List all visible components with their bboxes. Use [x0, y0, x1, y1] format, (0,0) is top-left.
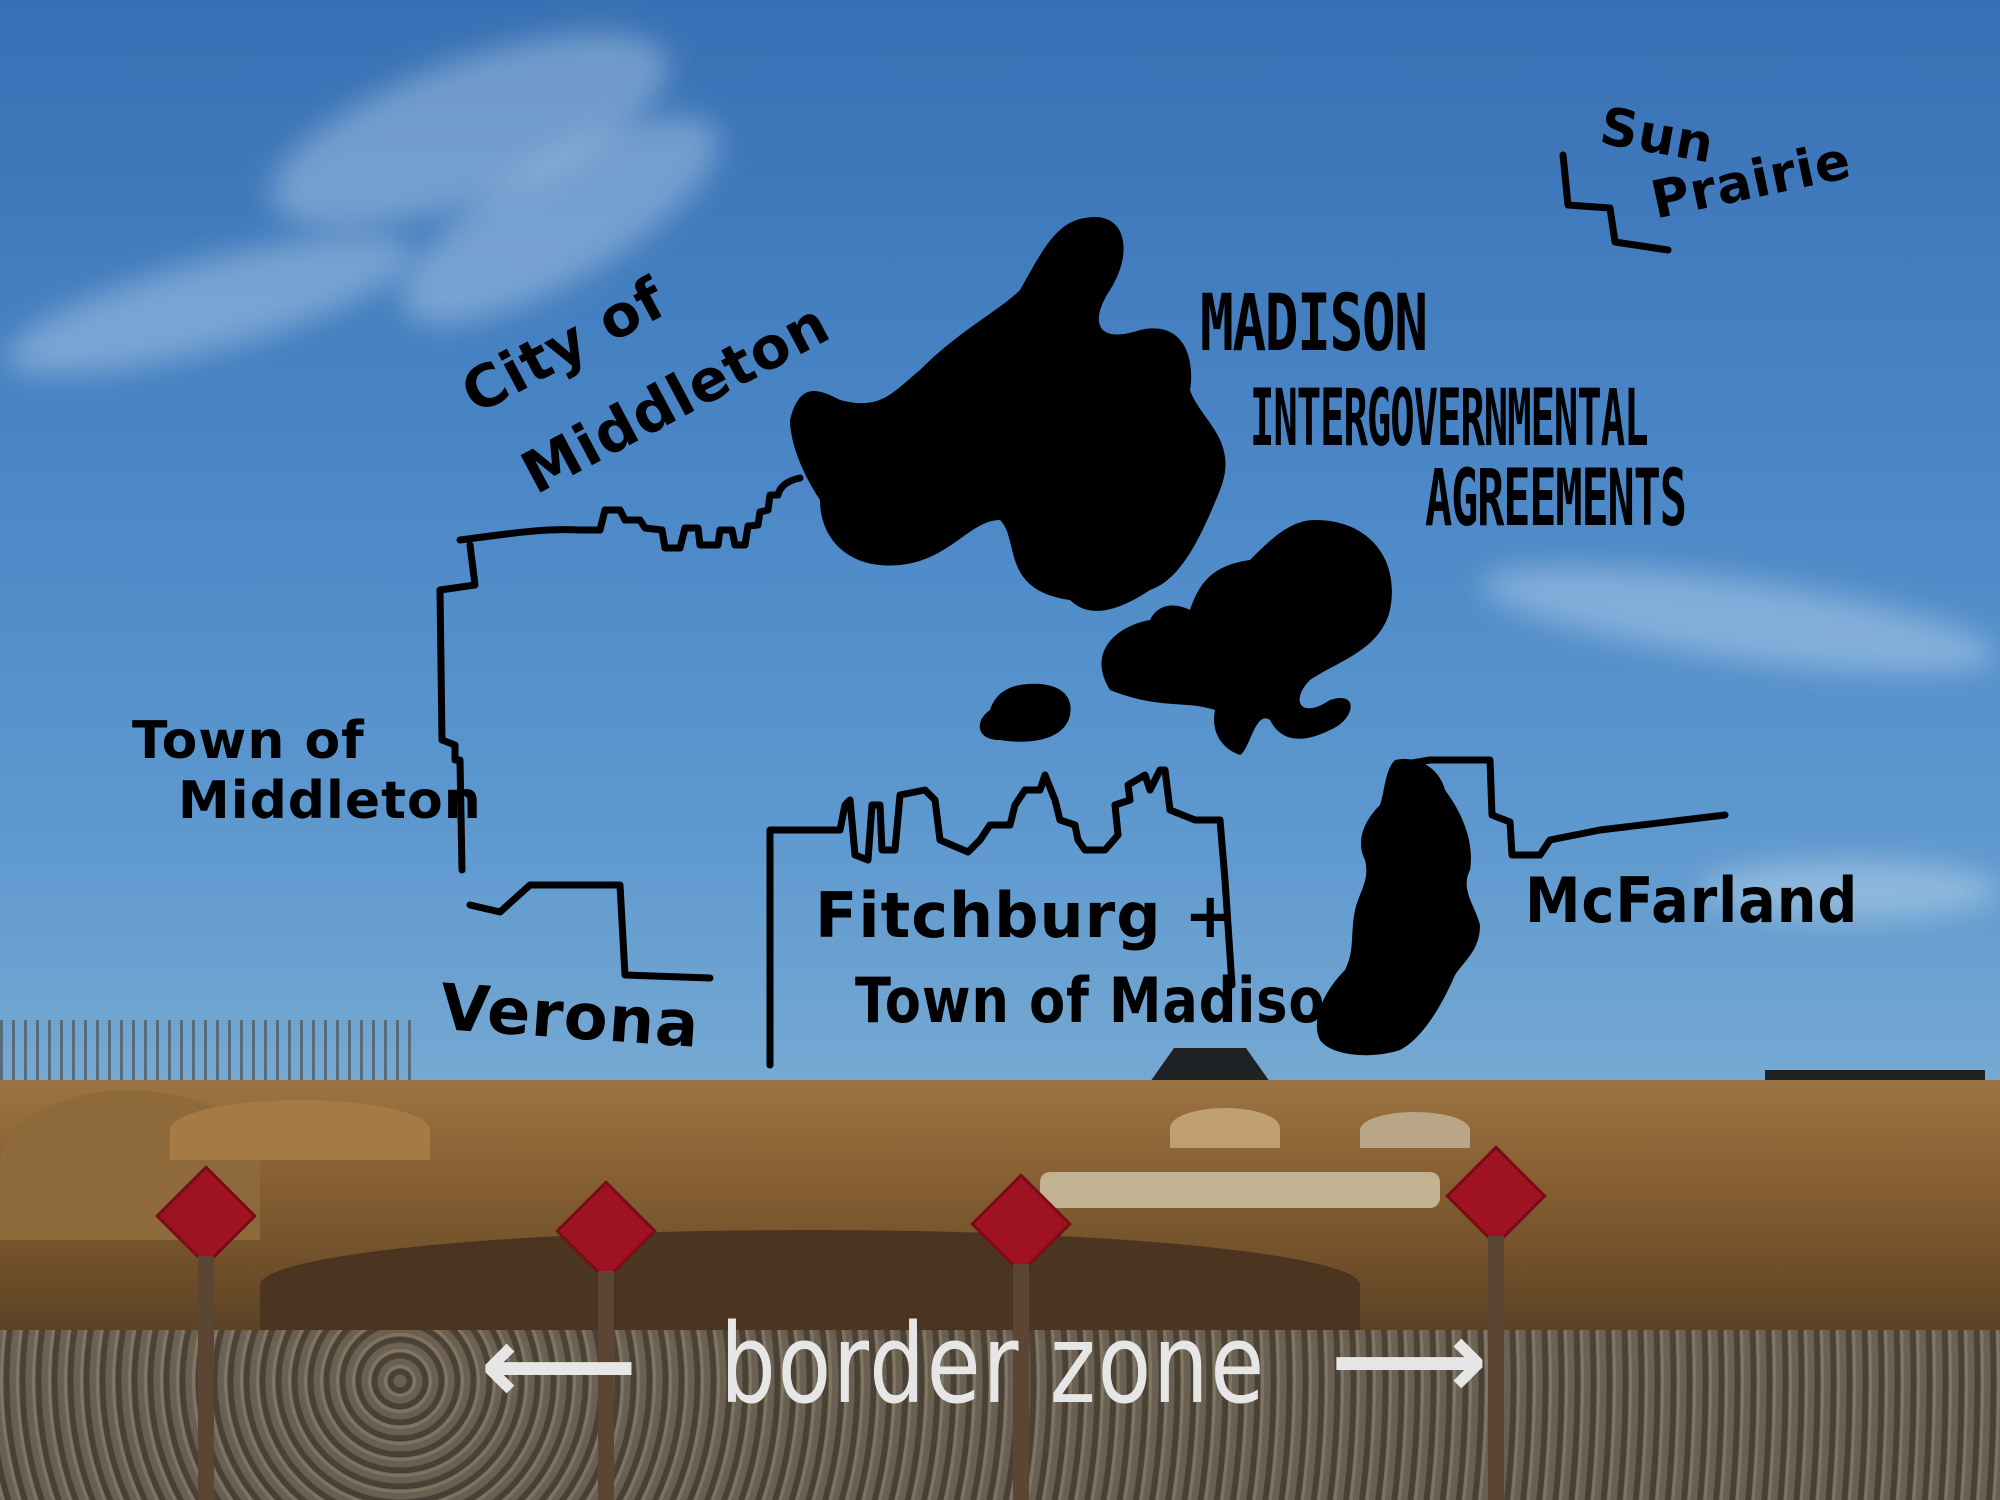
- label-town-of-middleton-line1: Town of: [132, 711, 365, 771]
- verona-border: [466, 881, 714, 982]
- dark-berm: [260, 1230, 1360, 1340]
- mcfarland-border: [1396, 756, 1729, 859]
- caption-border-zone: border zone: [720, 1300, 1267, 1428]
- gravel-row: [1040, 1172, 1440, 1208]
- label-fitchburg-line2: Town of Madison: [855, 964, 1364, 1037]
- label-madison-subtitle-1: INTERGOVERNMENTAL: [1250, 374, 1648, 464]
- dirt-mound: [170, 1100, 430, 1160]
- gravel-pile: [1360, 1112, 1470, 1148]
- label-fitchburg-line1: Fitchburg +: [815, 879, 1238, 952]
- label-verona: Verona: [437, 971, 702, 1063]
- gravel-foreground: [0, 1330, 2000, 1500]
- lake-mendota-shape: [790, 216, 1226, 611]
- sun-prairie-border: [1559, 151, 1672, 254]
- right-arrow-icon: ⟶: [1330, 1296, 1488, 1424]
- lake-waubesa-shape: [1316, 759, 1480, 1056]
- lake-wingra-shape: [979, 683, 1071, 742]
- left-arrow-icon: ⟵: [480, 1301, 638, 1429]
- fitchburg-border: [766, 766, 1236, 1069]
- sand-pile: [1170, 1108, 1280, 1148]
- label-madison-subtitle-2: AGREEMENTS: [1425, 454, 1687, 544]
- label-madison-title: MADISON: [1200, 279, 1428, 369]
- label-mcfarland: McFarland: [1525, 864, 1859, 937]
- cloud: [1700, 860, 2000, 920]
- town-of-middleton-border: [436, 541, 479, 874]
- lake-monona-shape: [1101, 520, 1392, 755]
- label-town-of-middleton-line2: Middleton: [178, 771, 482, 831]
- city-of-middleton-border: [456, 474, 804, 552]
